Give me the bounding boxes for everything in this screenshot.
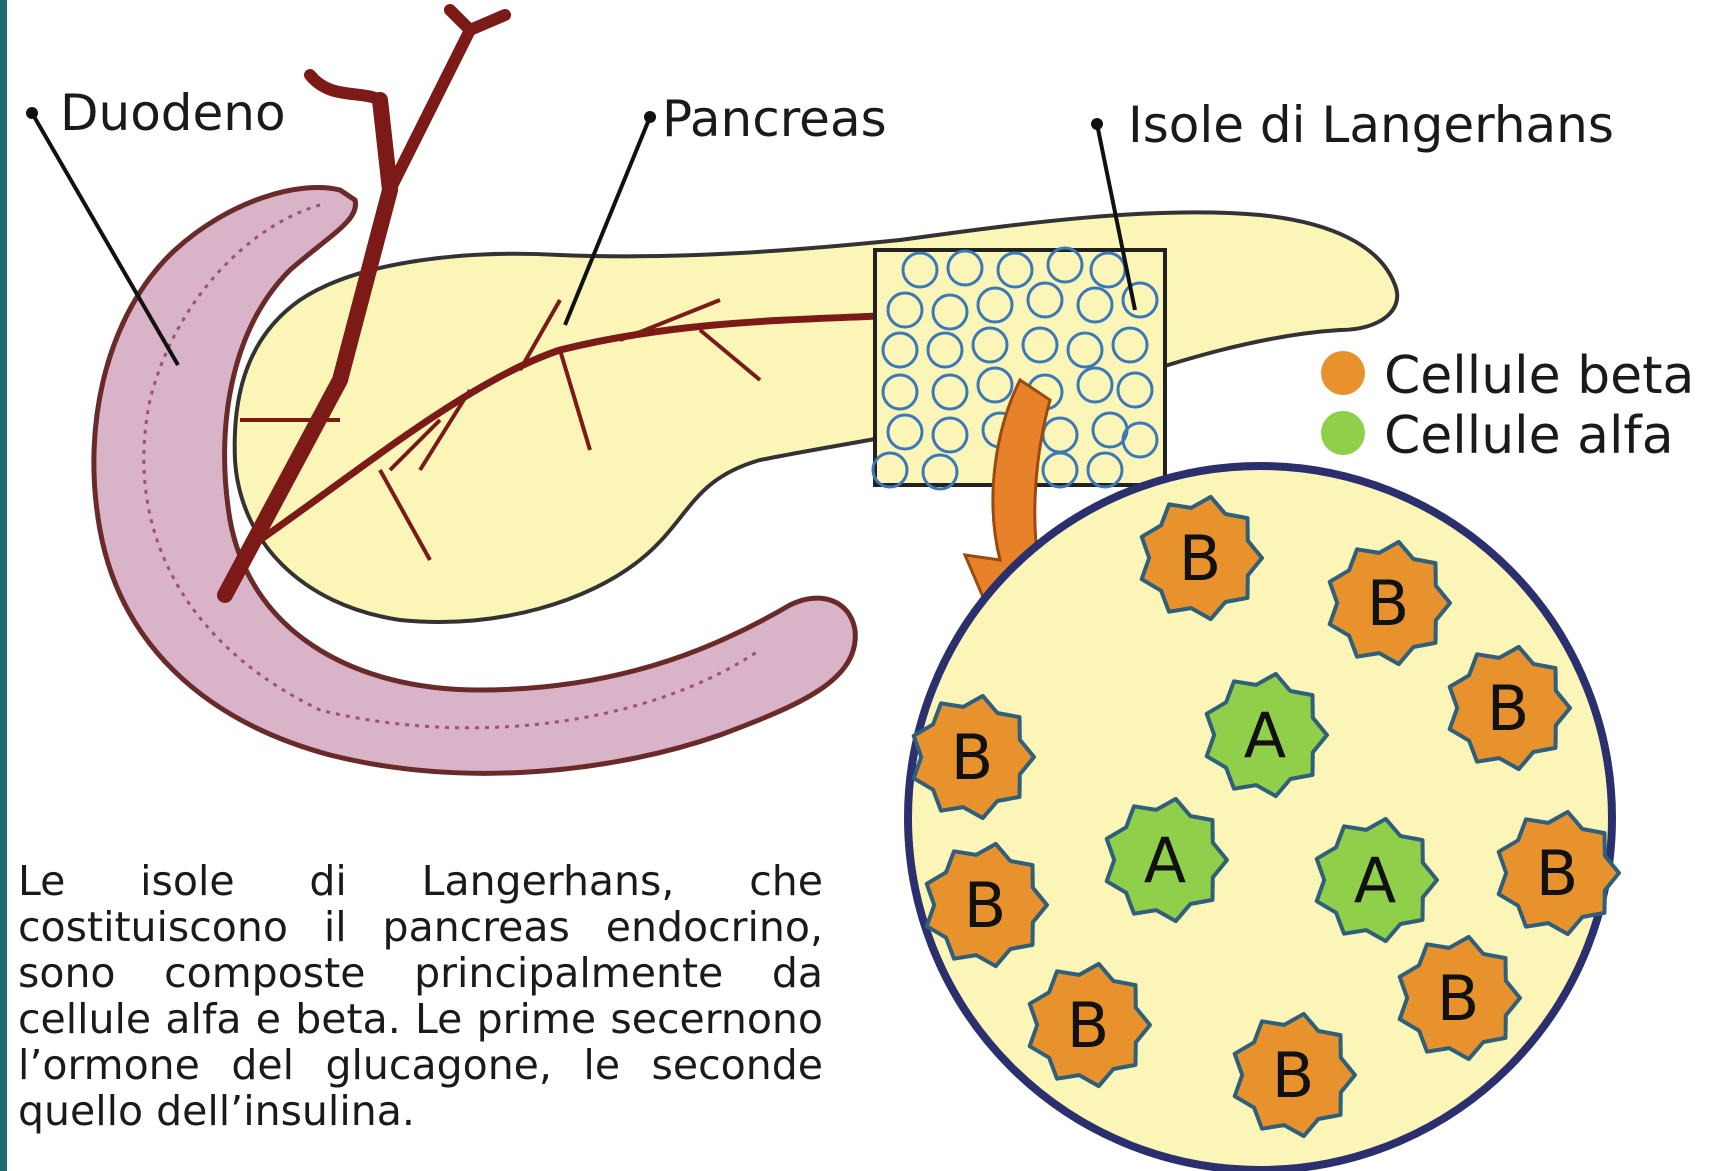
legend-beta-label: Cellule beta bbox=[1384, 346, 1694, 406]
beta-cell-letter: B bbox=[1067, 989, 1110, 1062]
beta-cell-letter: B bbox=[1272, 1039, 1315, 1112]
duodeno-pointer-line bbox=[32, 113, 178, 365]
alfa-cell-letter: A bbox=[1244, 699, 1286, 772]
caption-text: Le isole di Langerhans, che costituiscon… bbox=[18, 858, 823, 1134]
beta-cell-letter: B bbox=[1367, 567, 1410, 640]
legend-alfa-label: Cellule alfa bbox=[1384, 406, 1674, 466]
left-border bbox=[0, 0, 7, 1171]
beta-cell-letter: B bbox=[1487, 672, 1530, 745]
alfa-cell-letter: A bbox=[1144, 824, 1186, 897]
beta-cell-letter: B bbox=[1179, 522, 1222, 595]
legend-alfa-swatch bbox=[1321, 411, 1365, 455]
beta-cell-letter: B bbox=[1437, 962, 1480, 1035]
alfa-cell-letter: A bbox=[1354, 844, 1396, 917]
label-duodeno: Duodeno bbox=[60, 84, 286, 142]
vessel-branch-top bbox=[310, 10, 505, 190]
beta-cell-letter: B bbox=[1536, 837, 1579, 910]
beta-cell-letter: B bbox=[964, 869, 1007, 942]
beta-cell-letter: B bbox=[951, 721, 994, 794]
label-isole: Isole di Langerhans bbox=[1128, 96, 1614, 154]
label-pancreas: Pancreas bbox=[662, 90, 887, 148]
legend-beta-swatch bbox=[1321, 351, 1365, 395]
